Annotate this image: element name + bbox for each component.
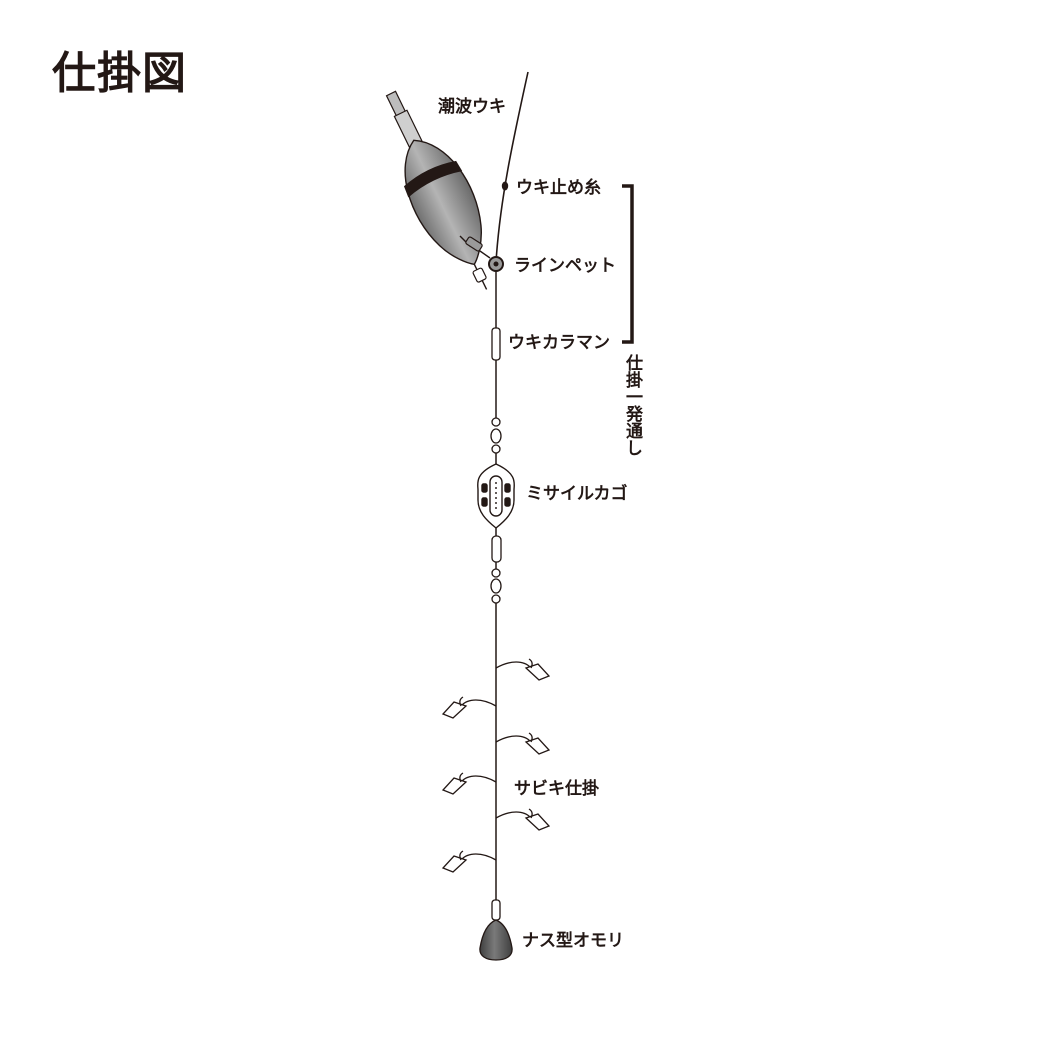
float-connector	[465, 236, 483, 252]
float-stopper-label: ウキ止め糸	[516, 178, 601, 198]
page-title: 仕掛図	[52, 48, 187, 99]
float-icon	[385, 90, 488, 290]
float-label: 潮波ウキ	[438, 97, 506, 117]
missile-basket-label: ミサイルカゴ	[526, 484, 628, 504]
sabiki-rig-label: サビキ仕掛	[514, 779, 599, 799]
one-shot-bracket	[622, 184, 634, 344]
sabiki-hooks	[441, 658, 551, 873]
main-line	[495, 71, 529, 263]
sinker-snap	[491, 899, 501, 921]
sinker-label: ナス型オモリ	[522, 931, 624, 951]
upper-swivel-icon	[490, 417, 502, 454]
float-karaman-label: ウキカラマン	[508, 333, 610, 353]
line-pet-label: ラインペット	[514, 256, 616, 276]
missile-basket-icon	[477, 463, 515, 529]
one-shot-label: 仕掛一発通し	[622, 354, 642, 456]
lower-swivel-icon	[490, 568, 502, 604]
float-stopper-knot	[501, 181, 509, 191]
basket-connector	[491, 535, 502, 563]
float-karaman-icon	[491, 327, 501, 361]
sinker-icon	[479, 919, 513, 961]
